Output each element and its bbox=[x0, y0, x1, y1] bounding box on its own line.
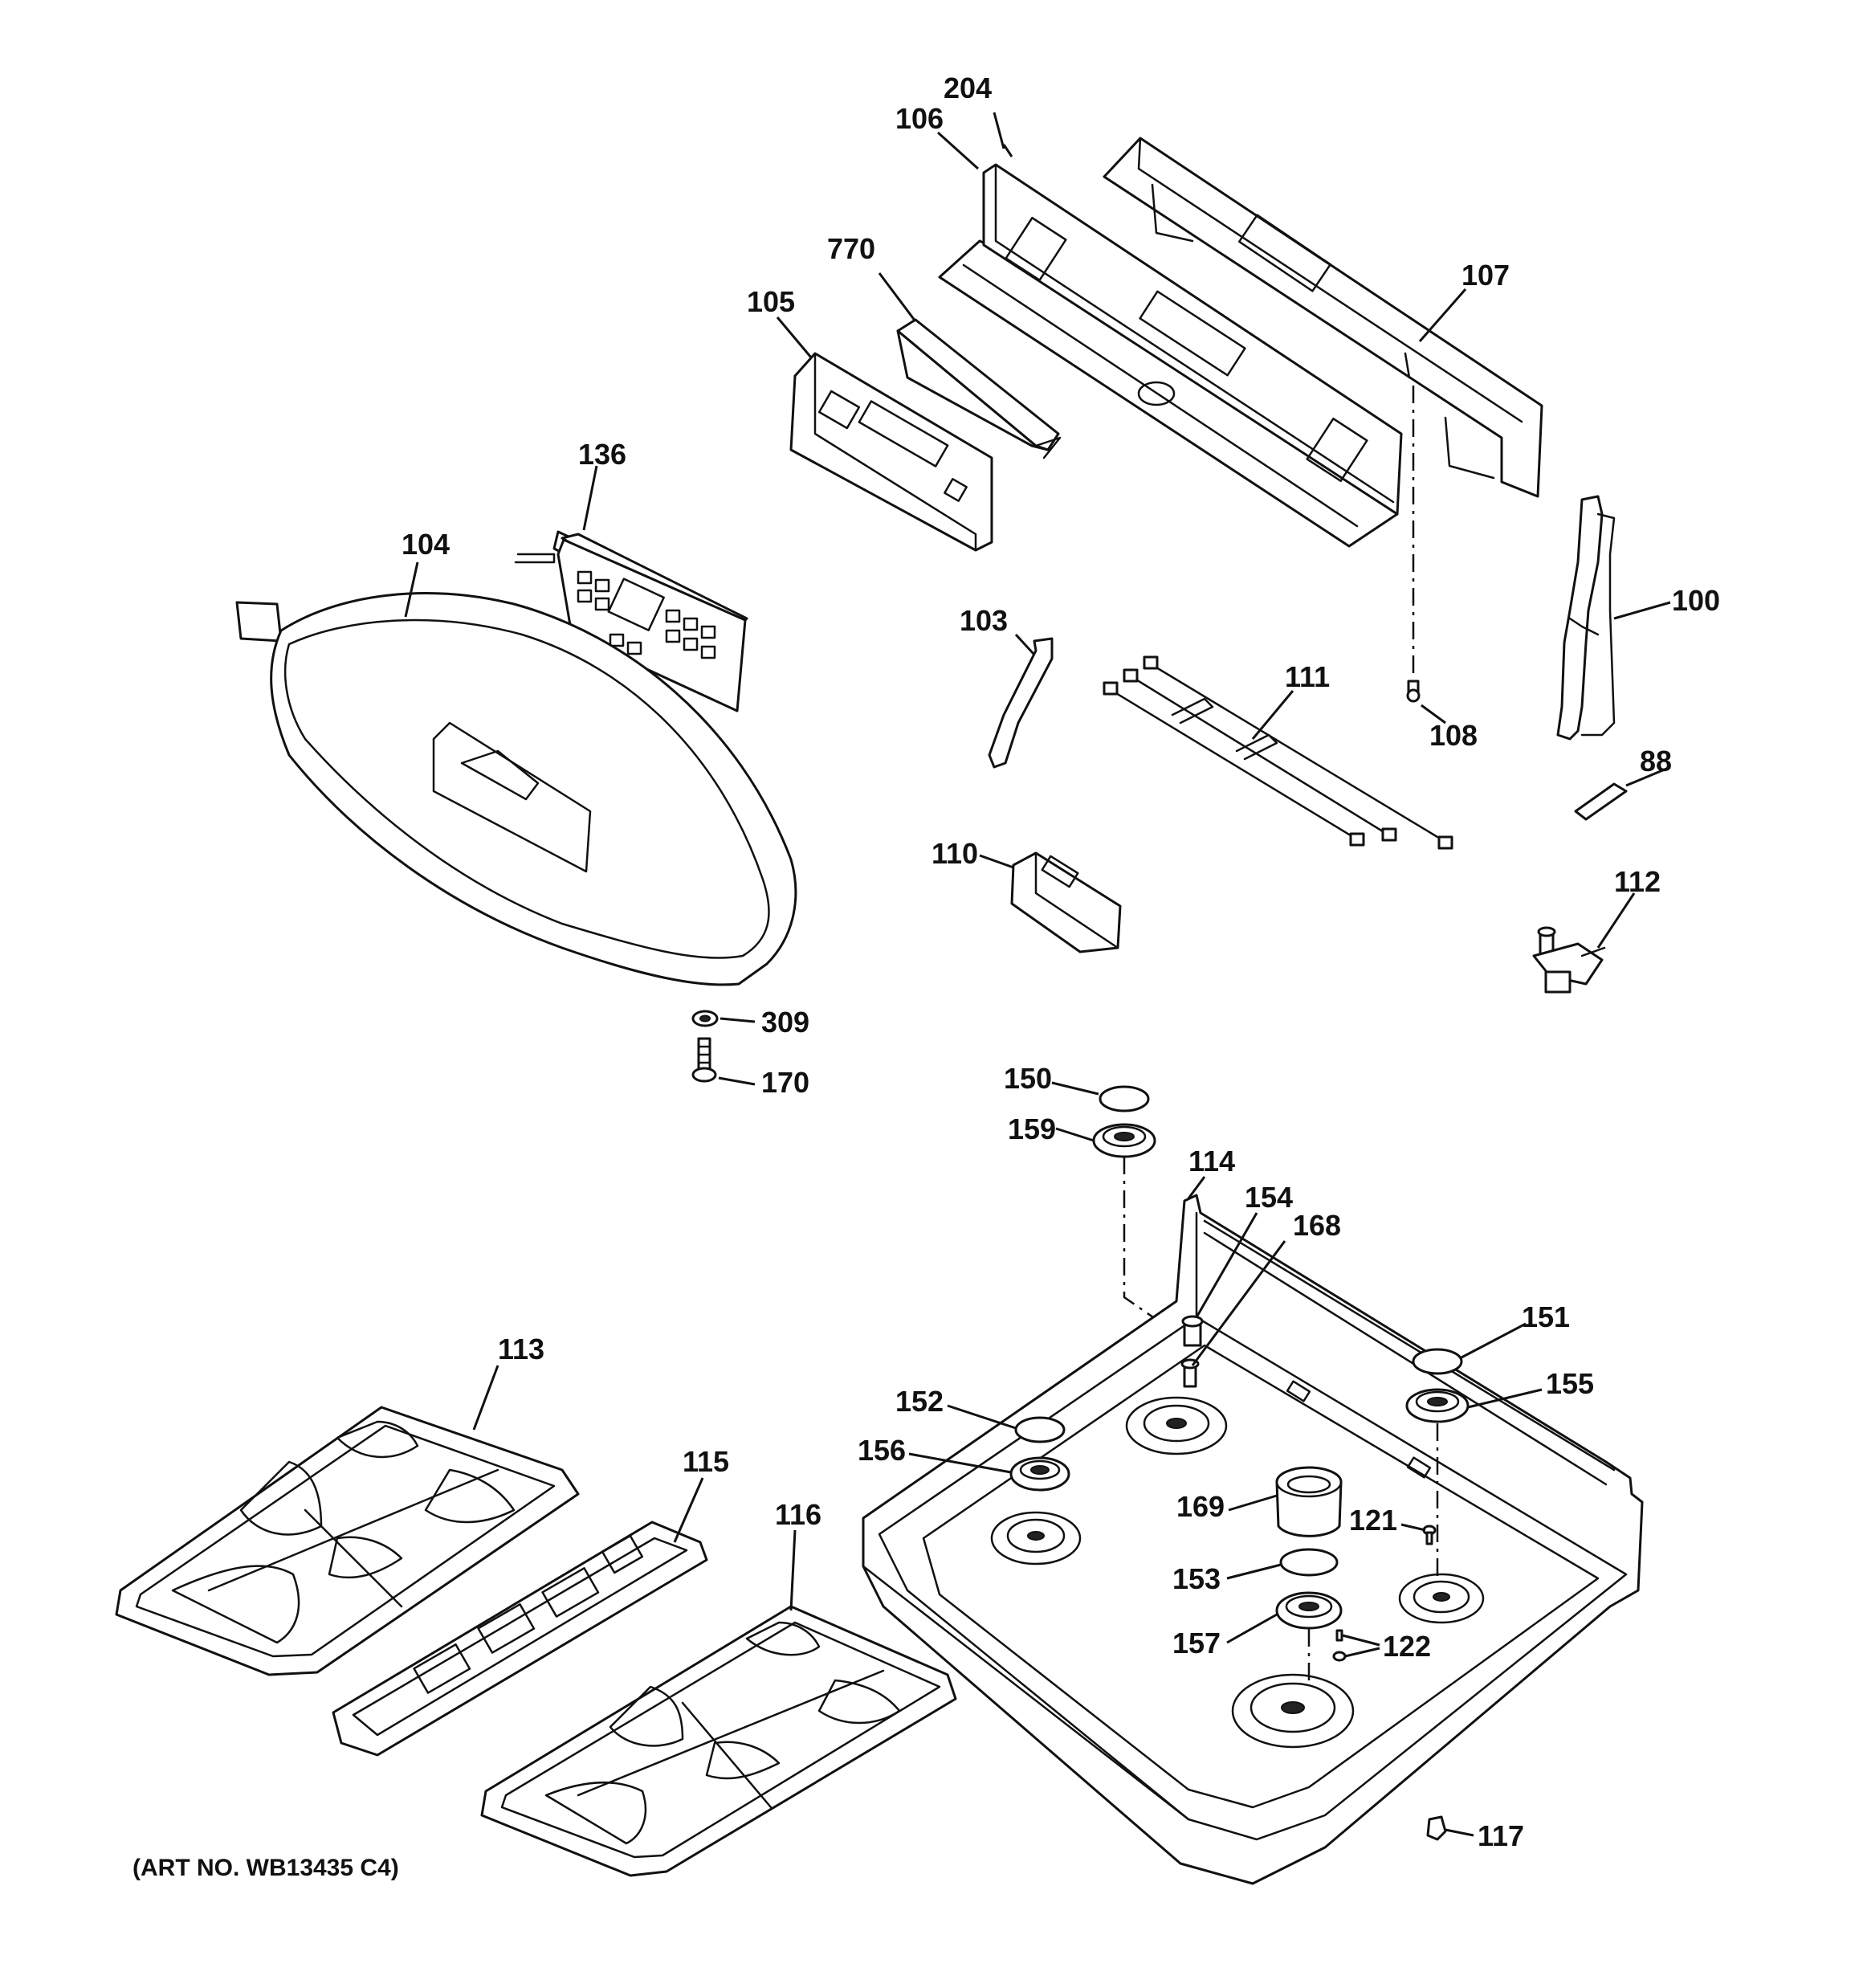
part-112-valve bbox=[1532, 926, 1606, 994]
label-152: 152 bbox=[895, 1385, 944, 1418]
part-110-spark-module bbox=[1010, 851, 1122, 953]
label-107: 107 bbox=[1461, 259, 1510, 292]
label-117: 117 bbox=[1478, 1819, 1524, 1852]
part-157-burner-head bbox=[1275, 1591, 1343, 1630]
label-168: 168 bbox=[1293, 1209, 1341, 1242]
label-150: 150 bbox=[1004, 1062, 1052, 1095]
label-121: 121 bbox=[1349, 1504, 1397, 1537]
part-136-keypad bbox=[514, 530, 748, 712]
part-116-right-grate bbox=[480, 1605, 957, 1877]
label-88: 88 bbox=[1640, 745, 1672, 778]
label-103: 103 bbox=[960, 604, 1008, 637]
part-103-bracket bbox=[988, 637, 1054, 769]
part-152-burner-cap bbox=[1014, 1416, 1066, 1443]
part-106-backsplash bbox=[938, 163, 1403, 548]
label-105: 105 bbox=[747, 285, 795, 318]
label-106: 106 bbox=[895, 102, 944, 135]
part-151-burner-cap bbox=[1412, 1348, 1463, 1375]
part-88-clip bbox=[1574, 782, 1628, 821]
label-169: 169 bbox=[1176, 1490, 1225, 1523]
part-labels: 204 106 770 105 107 136 104 103 111 100 … bbox=[402, 71, 1720, 1852]
label-108: 108 bbox=[1429, 719, 1478, 752]
part-108-screw bbox=[1406, 386, 1421, 703]
part-309-washer bbox=[691, 1010, 719, 1027]
part-104-control-panel bbox=[235, 592, 797, 986]
part-100-side-trim bbox=[1556, 495, 1616, 741]
part-170-screw bbox=[691, 1037, 717, 1083]
label-112: 112 bbox=[1614, 865, 1661, 898]
part-770-strip bbox=[896, 318, 1062, 459]
part-169-burner-body bbox=[1275, 1466, 1343, 1537]
label-104: 104 bbox=[402, 528, 450, 561]
label-156: 156 bbox=[858, 1434, 906, 1467]
label-151: 151 bbox=[1522, 1300, 1570, 1333]
label-122: 122 bbox=[1383, 1630, 1431, 1663]
label-309: 309 bbox=[761, 1006, 809, 1039]
part-168-electrode bbox=[1180, 1358, 1200, 1388]
label-159: 159 bbox=[1008, 1112, 1056, 1145]
label-100: 100 bbox=[1672, 584, 1720, 617]
label-154: 154 bbox=[1245, 1181, 1293, 1214]
label-111: 111 bbox=[1285, 660, 1330, 693]
part-159-burner-head bbox=[1092, 1123, 1156, 1158]
label-113: 113 bbox=[498, 1333, 544, 1365]
part-153-burner-cap bbox=[1279, 1548, 1339, 1577]
art-number: (ART NO. WB13435 C4) bbox=[132, 1855, 399, 1881]
label-153: 153 bbox=[1172, 1562, 1221, 1595]
label-770: 770 bbox=[827, 232, 875, 265]
part-107-rear-trim bbox=[1103, 137, 1543, 498]
label-157: 157 bbox=[1172, 1627, 1221, 1659]
part-150-burner-cap bbox=[1099, 1085, 1150, 1112]
part-121-screw bbox=[1422, 1525, 1437, 1545]
label-116: 116 bbox=[775, 1498, 821, 1531]
part-155-burner-head bbox=[1405, 1388, 1470, 1423]
label-115: 115 bbox=[683, 1445, 729, 1478]
part-115-center-grate bbox=[332, 1521, 708, 1757]
part-156-burner-head bbox=[1009, 1456, 1070, 1492]
part-117-nut bbox=[1426, 1815, 1447, 1841]
label-204: 204 bbox=[944, 71, 992, 104]
label-110: 110 bbox=[932, 837, 978, 870]
label-136: 136 bbox=[578, 438, 626, 471]
part-111-wire-harness bbox=[1103, 655, 1453, 850]
part-113-left-grate bbox=[115, 1406, 580, 1676]
part-114-cooktop bbox=[862, 1194, 1644, 1885]
leader-lines bbox=[404, 112, 1671, 1837]
part-154-orifice bbox=[1181, 1315, 1204, 1347]
label-114: 114 bbox=[1188, 1145, 1235, 1178]
part-105-control-board bbox=[789, 352, 993, 552]
part-122-screws bbox=[1332, 1629, 1347, 1662]
label-170: 170 bbox=[761, 1066, 809, 1099]
label-155: 155 bbox=[1546, 1367, 1594, 1400]
